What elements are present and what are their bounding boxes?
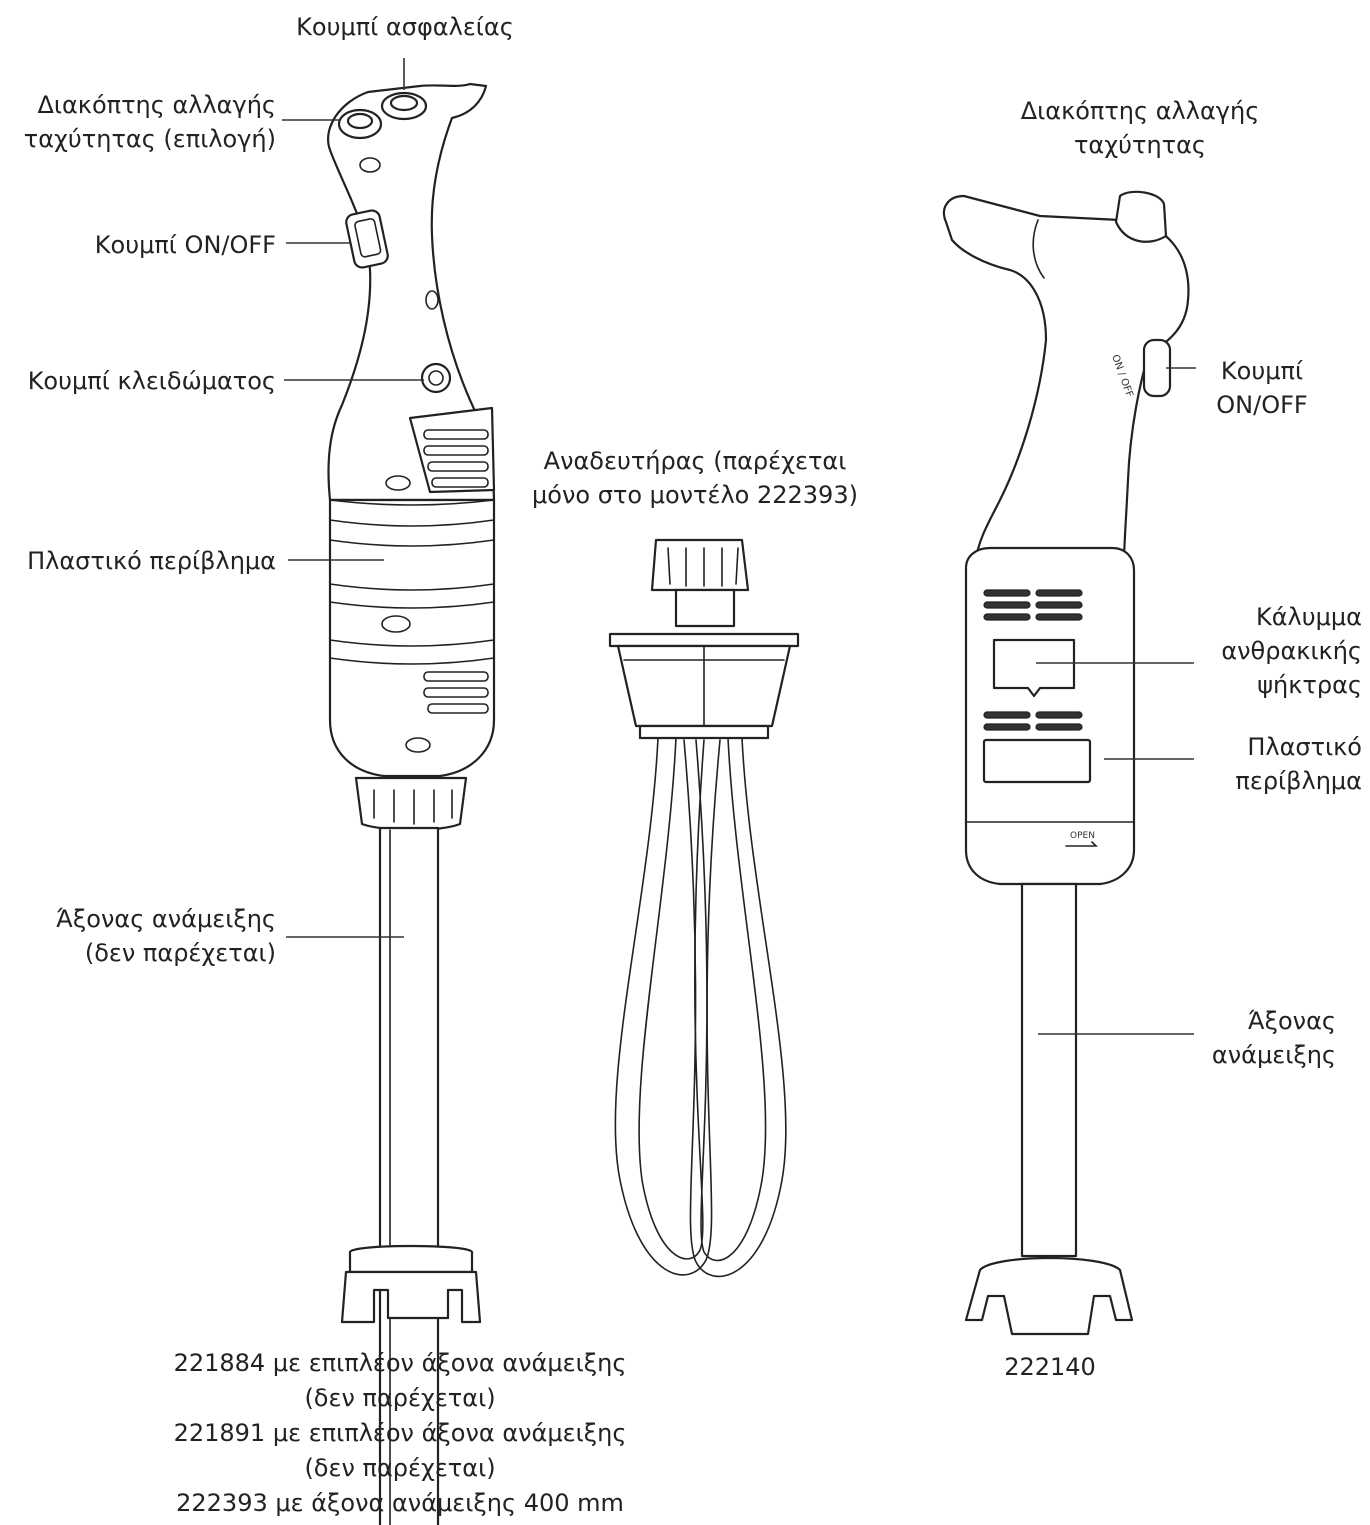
left-housing: [328, 498, 496, 778]
whisk-attachment: [608, 538, 800, 1278]
left-vent-lower: [423, 671, 489, 714]
label-whisk: Αναδευτήρας (παρέχεται μόνο στο μοντέλο …: [532, 447, 858, 509]
right-vent-lower: [983, 711, 1083, 731]
speed-switch-right: [1114, 190, 1168, 243]
caption-right: 222140: [1004, 1353, 1096, 1381]
right-handle: [942, 194, 1190, 562]
label-lock-button: Κουμπί κλειδώματος: [27, 367, 276, 395]
label-speed-switch-right: Διακόπτης αλλαγής ταχύτητας: [1020, 97, 1260, 159]
right-vent-upper: [983, 589, 1083, 621]
label-brush-cover: Κάλυμμα ανθρακικής ψήκτρας: [1221, 603, 1362, 699]
label-on-off-left: Κουμπί ON/OFF: [94, 231, 276, 259]
right-shaft: [1020, 882, 1078, 1258]
label-housing-right: Πλαστικό περίβλημα: [1235, 733, 1362, 795]
left-handle: [327, 82, 496, 502]
right-blender: ON / OFF OPEN: [942, 190, 1190, 1336]
on-off-button-left: [345, 209, 389, 269]
label-shaft-left: Άξονας ανάμειξης (δεν παρέχεται): [56, 905, 276, 967]
brush-cover: [992, 638, 1076, 698]
lock-button: [420, 362, 452, 394]
leader-lines: [282, 58, 1196, 1035]
label-shaft-right: Άξονας ανάμειξης: [1211, 1007, 1336, 1069]
right-open-marking: OPEN: [1070, 831, 1095, 841]
label-on-off-right: Κουμπί ON/OFF: [1216, 357, 1308, 419]
left-vent-upper: [408, 406, 496, 494]
left-collar: [354, 776, 468, 832]
right-blade-guard: [964, 1256, 1134, 1336]
label-speed-switch-left: Διακόπτης αλλαγής ταχύτητας (επιλογή): [23, 91, 276, 153]
label-housing-left: Πλαστικό περίβλημα: [27, 547, 276, 575]
left-blade-guard: [340, 1244, 482, 1324]
left-blender: [327, 82, 496, 1525]
caption-left: 221884 με επιπλέον άξονα ανάμειξης (δεν …: [173, 1349, 627, 1517]
right-housing-plate: [982, 738, 1092, 784]
label-safety-button: Κουμπί ασφαλείας: [296, 13, 514, 41]
